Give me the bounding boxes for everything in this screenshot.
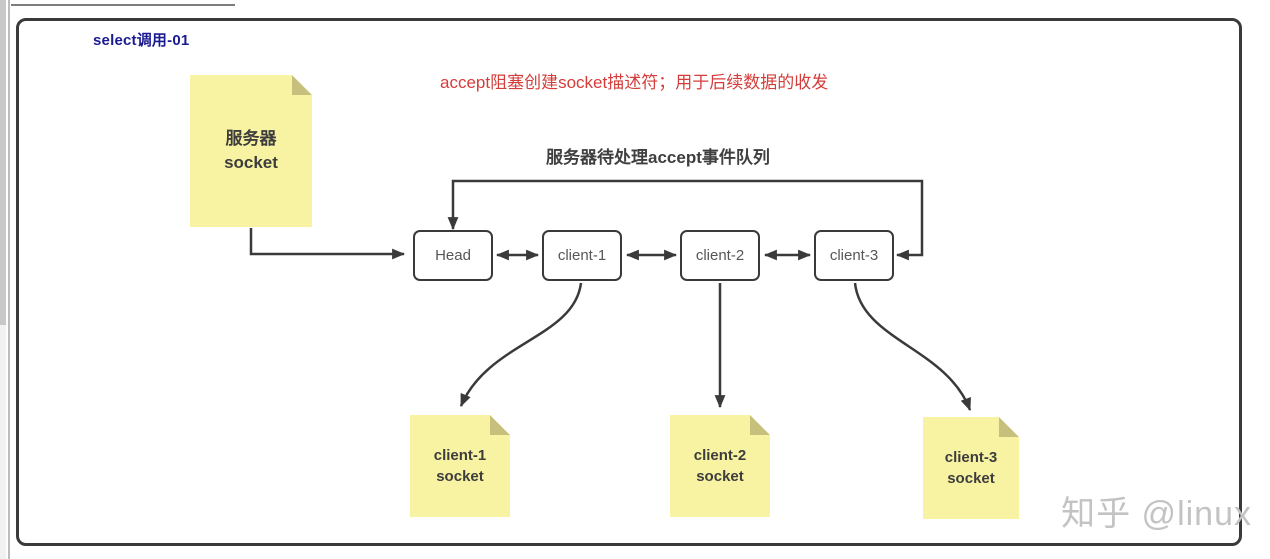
queue-node-head-label: Head	[435, 247, 471, 264]
left-scrollbar-thumb[interactable]	[0, 0, 6, 325]
note-client2-line1: client-2	[693, 447, 747, 464]
note-server-socket-label: 服务器 socket	[224, 127, 278, 175]
accept-annotation: accept阻塞创建socket描述符；用于后续数据的收发	[440, 73, 829, 92]
note-client1-line2: socket	[436, 468, 484, 485]
diagram-title: select调用-01	[93, 32, 190, 49]
note-client3-socket: client-3 socket	[923, 417, 1019, 519]
queue-node-client3: client-3	[814, 230, 894, 281]
queue-node-client2: client-2	[680, 230, 760, 281]
queue-node-client1-label: client-1	[557, 247, 607, 264]
queue-node-client1: client-1	[542, 230, 622, 281]
queue-node-head: Head	[413, 230, 493, 281]
note-client1-socket: client-1 socket	[410, 415, 510, 517]
note-server-socket: 服务器 socket	[190, 75, 312, 227]
note-client2-socket: client-2 socket	[670, 415, 770, 517]
note-client1-line1: client-1	[433, 447, 487, 464]
note-client3-line1: client-3	[944, 449, 998, 466]
note-server-line2: socket	[224, 153, 278, 172]
note-client3-line2: socket	[947, 470, 995, 487]
queue-node-client3-label: client-3	[829, 247, 879, 264]
note-server-line1: 服务器	[225, 129, 277, 149]
watermark: 知乎 @linux	[1061, 495, 1252, 533]
note-client3-socket-label: client-3 socket	[945, 447, 998, 489]
note-client1-socket-label: client-1 socket	[434, 445, 487, 487]
note-client2-socket-label: client-2 socket	[694, 445, 747, 487]
window-edge-line	[8, 0, 10, 559]
queue-label: 服务器待处理accept事件队列	[546, 148, 770, 167]
queue-node-client2-label: client-2	[695, 247, 745, 264]
toolbar-edge-line	[11, 4, 235, 6]
note-client2-line2: socket	[696, 468, 744, 485]
